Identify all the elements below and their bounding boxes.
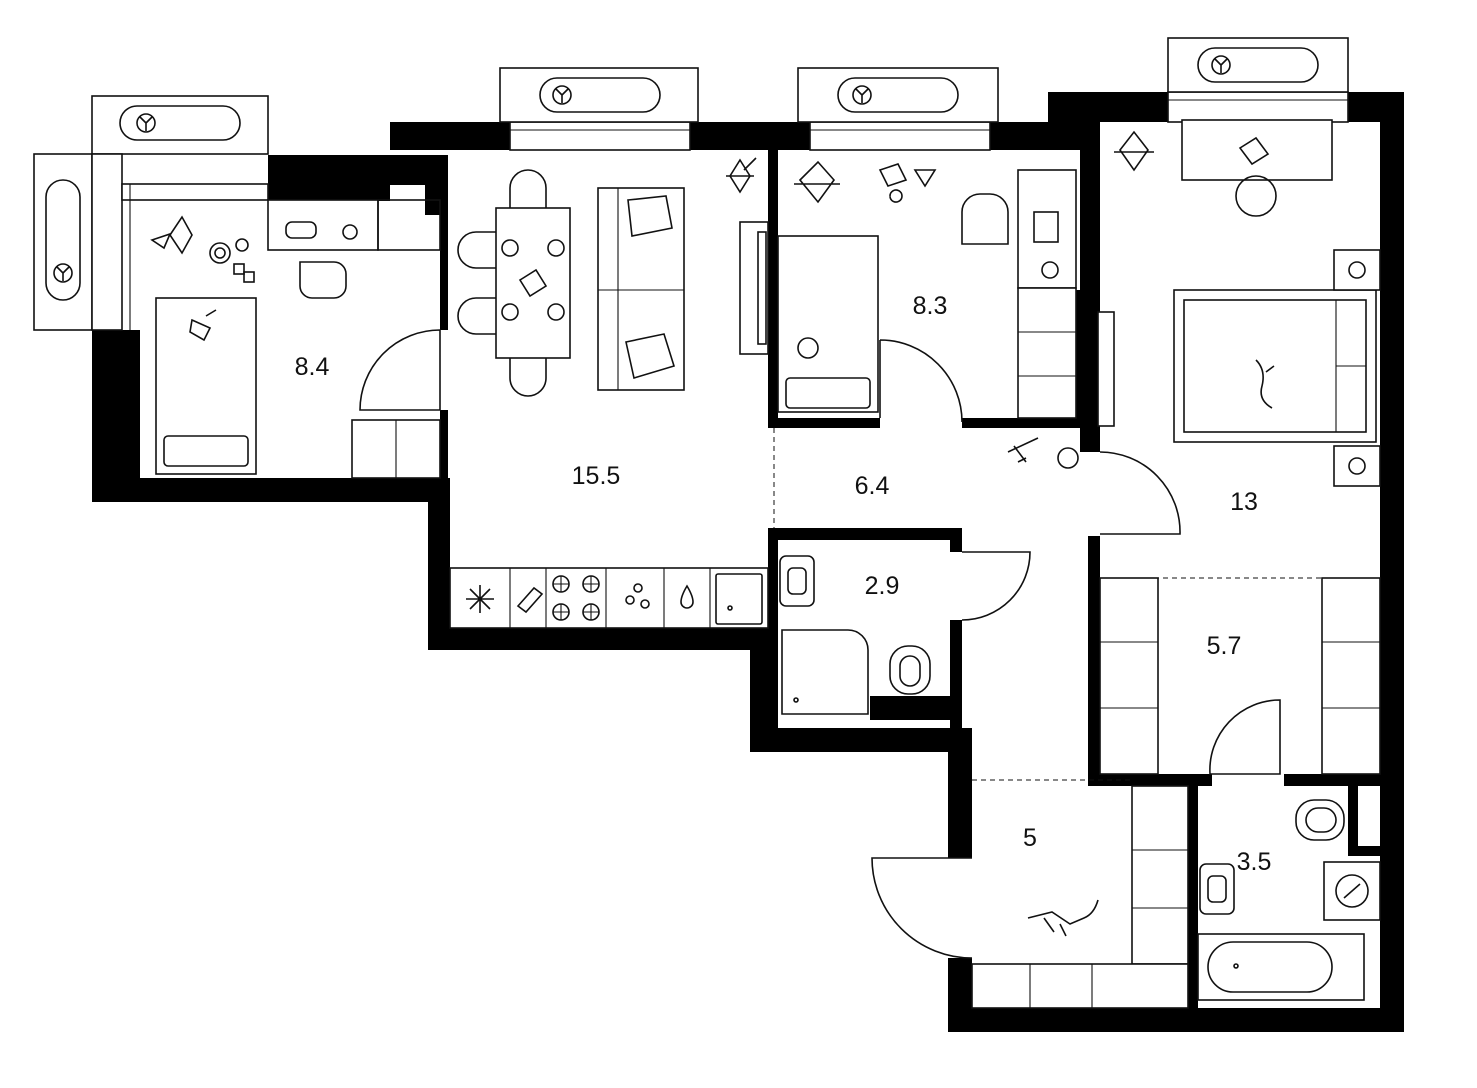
windows [33, 37, 1349, 331]
small-bathroom-fixtures [779, 555, 931, 715]
fan-icon [552, 85, 572, 105]
ventilation-fan-icons [53, 55, 1231, 283]
kids-room-furniture [150, 199, 441, 479]
hallway-items [1007, 437, 1079, 469]
study-furniture [777, 160, 1115, 427]
fan-icon [136, 113, 156, 133]
room-area-label: 5.7 [1207, 632, 1242, 660]
fan-icon [53, 263, 73, 283]
room-area-label: 3.5 [1237, 848, 1272, 876]
room-area-label: 13 [1230, 488, 1258, 516]
room-area-label: 15.5 [572, 462, 621, 490]
zone-dividers [773, 428, 1380, 781]
room-area-label: 2.9 [865, 572, 900, 600]
dressing-room-shelves [1099, 577, 1381, 775]
fan-icon [852, 85, 872, 105]
walls [92, 92, 1404, 1032]
room-area-label: 8.4 [295, 353, 330, 381]
room-area-label: 6.4 [855, 472, 890, 500]
fan-icon [1211, 55, 1231, 75]
bedroom-furniture [1114, 119, 1381, 487]
entrance-storage [971, 785, 1189, 1009]
door-swings [359, 329, 1281, 959]
large-bathroom-fixtures [1197, 799, 1381, 1001]
room-labels: 8.4 15.5 8.3 6.4 2.9 13 5.7 5 3.5 [295, 292, 1272, 876]
room-area-label: 5 [1023, 824, 1037, 852]
living-furniture [449, 157, 769, 629]
room-area-label: 8.3 [913, 292, 948, 320]
